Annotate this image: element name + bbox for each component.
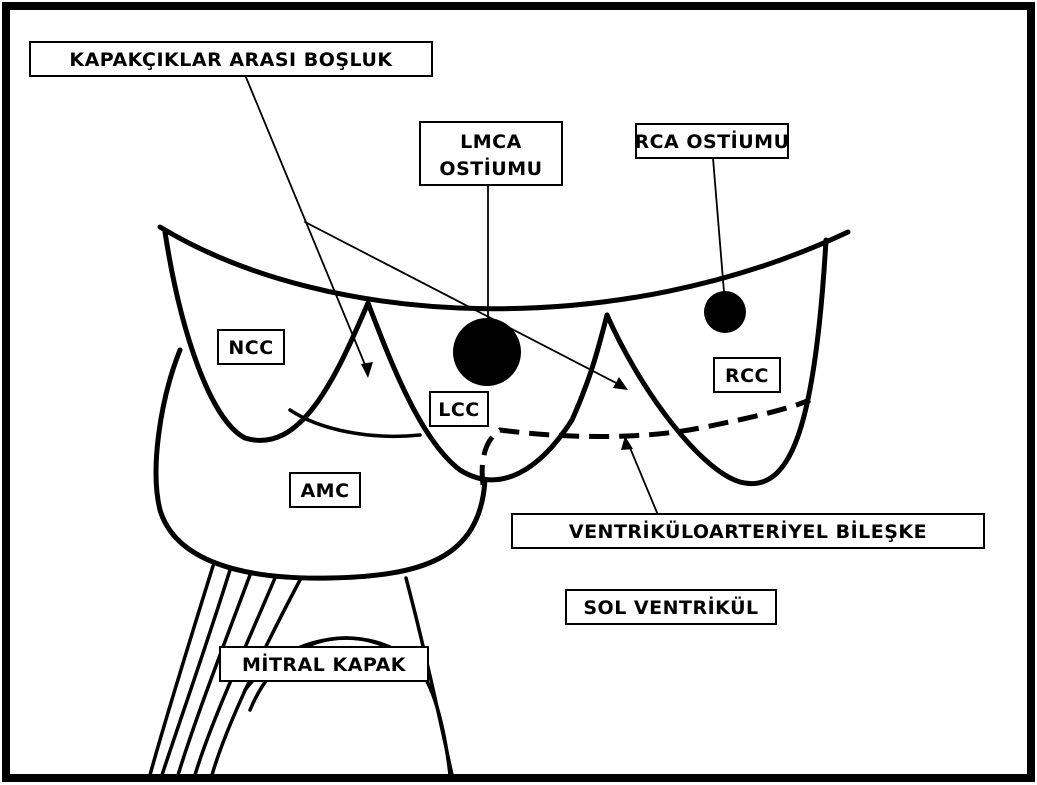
- leader-va-junction: [628, 443, 658, 515]
- leader-rca: [713, 158, 724, 292]
- label-va-junction: VENTRİKÜLOARTERİYEL BİLEŞKE: [512, 514, 984, 548]
- label-mitral-valve-text: MİTRAL KAPAK: [242, 652, 407, 676]
- label-lmca-line2: OSTİUMU: [439, 156, 542, 180]
- label-amc-text: AMC: [300, 480, 349, 502]
- label-ncc-text: NCC: [228, 337, 273, 359]
- leader-interleaflet-1: [243, 70, 368, 372]
- label-rcc-text: RCC: [725, 365, 769, 387]
- label-left-ventricle: SOL VENTRİKÜL: [566, 590, 776, 624]
- sinotubular-junction: [160, 227, 848, 309]
- label-rca-ostium: RCA OSTİUMU: [634, 124, 789, 158]
- arrowhead-1: [361, 362, 373, 378]
- label-lcc: LCC: [430, 392, 488, 426]
- label-rcc: RCC: [714, 358, 780, 392]
- label-ncc: NCC: [218, 330, 284, 364]
- label-rca-ostium-text: RCA OSTİUMU: [634, 129, 789, 153]
- label-lmca-line1: LMCA: [460, 131, 522, 153]
- label-interleaflet-space: KAPAKÇIKLAR ARASI BOŞLUK: [30, 42, 432, 76]
- label-lmca-ostium: LMCA OSTİUMU: [420, 122, 562, 185]
- label-interleaflet-space-text: KAPAKÇIKLAR ARASI BOŞLUK: [69, 49, 393, 71]
- label-mitral-valve: MİTRAL KAPAK: [220, 647, 428, 681]
- va-junction-line: [482, 400, 810, 485]
- label-lcc-text: LCC: [438, 399, 480, 421]
- rca-ostium-dot: [704, 291, 746, 333]
- label-amc: AMC: [290, 473, 360, 507]
- label-left-ventricle-text: SOL VENTRİKÜL: [583, 595, 758, 619]
- label-va-junction-text: VENTRİKÜLOARTERİYEL BİLEŞKE: [569, 519, 927, 543]
